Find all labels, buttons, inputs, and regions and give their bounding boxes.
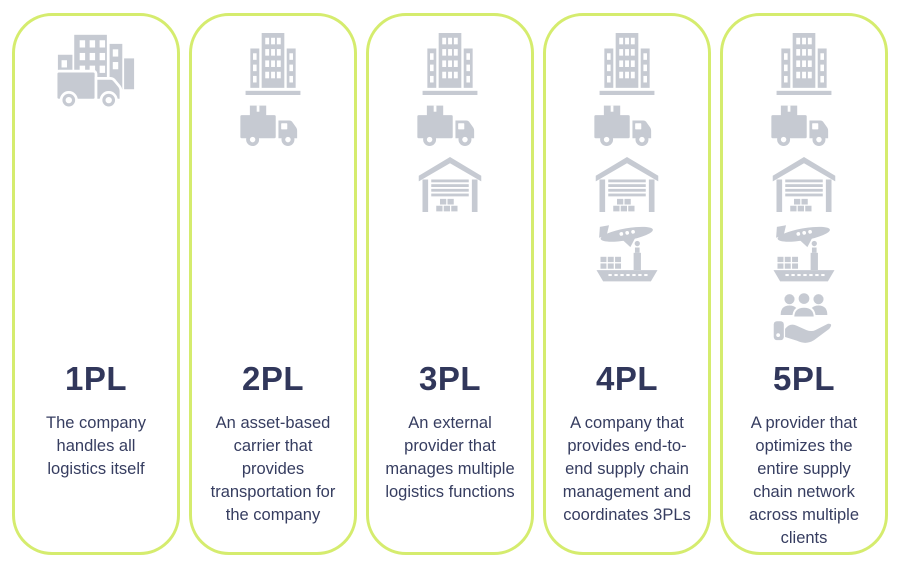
truck-icon	[770, 104, 838, 148]
truck-icon	[416, 104, 484, 148]
truck-icon	[593, 104, 661, 148]
card-title: 3PL	[418, 360, 482, 397]
building-icon	[773, 33, 835, 95]
card-description: The company handles all logistics itself	[46, 414, 146, 478]
warehouse-icon	[772, 157, 836, 212]
icon-stack	[369, 33, 531, 212]
card-4pl: 4PL A company that provides end-to-end s…	[543, 13, 711, 555]
plane-ship-icon	[770, 221, 838, 282]
building-icon	[242, 33, 304, 95]
warehouse-icon	[418, 157, 482, 212]
icon-stack	[15, 33, 177, 111]
card-2pl: 2PL An asset-based carrier that provides…	[189, 13, 357, 555]
plane-ship-icon	[593, 221, 661, 282]
people-hand-icon	[772, 291, 836, 349]
card-description: A provider that optimizes the entire sup…	[748, 414, 860, 547]
card-description: An asset-based carrier that provides tra…	[210, 414, 336, 524]
building-truck-icon	[49, 33, 143, 111]
card-5pl: 5PL A provider that optimizes the entire…	[720, 13, 888, 555]
card-title: 2PL	[241, 360, 305, 397]
truck-icon	[239, 104, 307, 148]
icon-stack	[546, 33, 708, 282]
card-title: 4PL	[595, 360, 659, 397]
card-3pl: 3PL An external provider that manages mu…	[366, 13, 534, 555]
building-icon	[419, 33, 481, 95]
building-icon	[596, 33, 658, 95]
card-title: 5PL	[772, 360, 836, 397]
card-description: A company that provides end-to-end suppl…	[562, 414, 692, 524]
card-1pl: 1PL The company handles all logistics it…	[12, 13, 180, 555]
card-title: 1PL	[64, 360, 128, 397]
icon-stack	[723, 33, 885, 349]
icon-stack	[192, 33, 354, 148]
card-description: An external provider that manages multip…	[385, 414, 515, 501]
warehouse-icon	[595, 157, 659, 212]
